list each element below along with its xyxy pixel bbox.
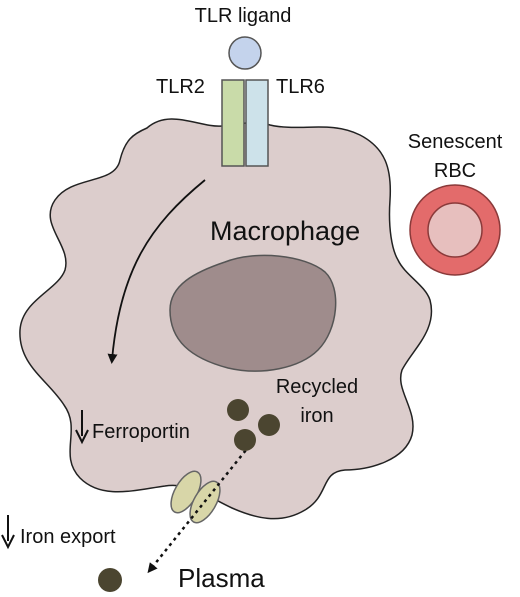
iron-particle: [234, 429, 256, 451]
ferroportin-label: Ferroportin: [92, 421, 190, 443]
down-arrow-icon: [75, 410, 89, 445]
tlr-ligand: [228, 36, 262, 70]
macrophage-label: Macrophage: [210, 216, 360, 246]
down-arrow-icon: [1, 515, 15, 550]
iron-particle: [258, 414, 280, 436]
tlr-ligand-label: TLR ligand: [195, 5, 292, 27]
nucleus: [169, 254, 337, 372]
tlr6-receptor: [245, 79, 269, 167]
rbc-label: RBC: [434, 160, 476, 182]
iron-particle-plasma: [98, 568, 122, 592]
iron-export-label: Iron export: [20, 526, 116, 548]
tlr2-receptor: [221, 79, 245, 167]
iron-label: iron: [300, 405, 333, 427]
tlr2-label: TLR2: [156, 76, 205, 98]
senescent-label: Senescent: [408, 131, 503, 153]
signaling-arrow: [107, 179, 206, 364]
plasma-label: Plasma: [178, 563, 265, 593]
iron-particle: [227, 399, 249, 421]
tlr6-label: TLR6: [276, 76, 325, 98]
iron-export-arrow: [147, 444, 251, 574]
recycled-label: Recycled: [276, 376, 358, 398]
rbc-inner: [427, 202, 483, 258]
